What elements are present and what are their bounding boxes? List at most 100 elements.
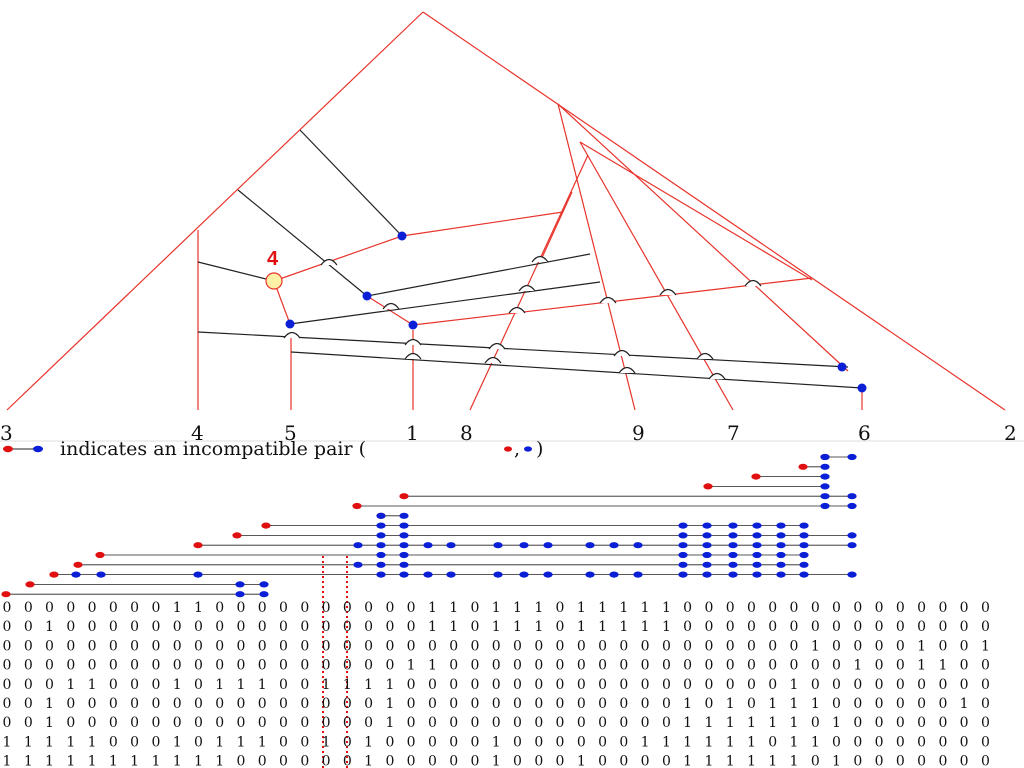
matrix-cell: 0 [938,715,947,731]
matrix-cell: 0 [662,638,671,654]
matrix-cell: 0 [768,677,777,693]
matrix-cell: 0 [45,658,54,674]
matrix-cell: 0 [981,715,990,731]
matrix-cell: 0 [385,600,394,616]
legend-inline-blue-dot [524,446,532,452]
pair-blue-dot [353,561,363,568]
matrix-cell: 0 [279,715,288,731]
matrix-cell: 1 [811,696,820,712]
matrix-cell: 0 [194,638,203,654]
matrix-cell: 1 [811,638,820,654]
matrix-cell: 1 [322,677,331,693]
pair-blue-dot [446,571,456,578]
matrix-cell: 0 [109,677,118,693]
matrix-cell: 0 [577,734,586,750]
pair-blue-dot [543,542,553,549]
matrix-cell: 0 [917,600,926,616]
matrix-cell: 0 [300,600,309,616]
matrix-cell: 0 [704,696,713,712]
pair-blue-dot [799,571,809,578]
matrix-cell: 0 [704,638,713,654]
matrix-cell: 1 [3,754,12,768]
matrix-cell: 0 [598,638,607,654]
pair-blue-dot [776,551,786,559]
matrix-cell: 1 [726,715,735,731]
matrix-cell: 0 [258,658,267,674]
matrix-cell: 0 [577,696,586,712]
matrix-cell: 0 [300,638,309,654]
matrix-cell: 0 [534,734,543,750]
matrix-cell: 0 [790,600,799,616]
pair-blue-dot [519,571,529,578]
matrix-cell: 0 [683,600,692,616]
matrix-cell: 0 [619,658,628,674]
matrix-cell: 0 [726,658,735,674]
pair-blue-dot [259,581,269,588]
highlight-node [265,272,283,290]
matrix-cell: 1 [258,734,267,750]
matrix-cell: 0 [237,619,246,635]
legend-inline-red-dot [504,446,512,452]
legend: indicates an incompatible pair ( , ) [3,438,543,460]
matrix-cell: 0 [385,658,394,674]
matrix-cell: 0 [130,715,139,731]
matrix-cell: 0 [407,715,416,731]
pair-blue-dot [820,463,830,470]
pair-red-dot [73,561,83,568]
pair-blue-dot [799,532,809,539]
matrix-cell: 0 [747,600,756,616]
matrix-cell: 0 [24,696,33,712]
matrix-cell: 1 [534,619,543,635]
tree-edge-inner-4b [273,235,403,282]
matrix-cell: 0 [470,754,479,768]
matrix-cell: 1 [130,754,139,768]
matrix-cell: 0 [449,715,458,731]
matrix-cell: 1 [790,696,799,712]
matrix-cell: 1 [577,600,586,616]
matrix-cell: 0 [811,658,820,674]
matrix-cell: 0 [407,754,416,768]
pair-blue-dot [752,522,762,529]
matrix-cell: 0 [513,638,522,654]
matrix-cell: 0 [300,658,309,674]
matrix-cell: 0 [470,619,479,635]
tree-edge-right-e [539,191,573,263]
matrix-cell: 0 [556,600,565,616]
matrix-cell: 0 [492,715,501,731]
matrix-cell: 0 [938,754,947,768]
crossing-arc [696,352,714,360]
tree-edge-right-a [557,103,636,411]
matrix-cell: 0 [385,734,394,750]
pair-blue-dot [847,542,857,549]
crossing-arc [599,296,617,304]
pair-blue-dot [752,561,762,568]
matrix-cell: 0 [832,734,841,750]
crossing-arc [708,372,726,380]
leaf-label-2: 2 [1004,421,1017,445]
leaf-label-6: 6 [858,421,871,445]
matrix-cell: 0 [343,600,352,616]
matrix-cell: 0 [938,677,947,693]
matrix-cell: 0 [534,754,543,768]
matrix-cell: 0 [556,715,565,731]
matrix-cell: 0 [704,600,713,616]
matrix-cell: 1 [853,658,862,674]
matrix-cell: 0 [24,600,33,616]
matrix-cell: 0 [513,734,522,750]
crossing-arc [404,338,422,346]
matrix-cell: 1 [45,619,54,635]
matrix-cell: 0 [981,600,990,616]
matrix-cell: 1 [88,754,97,768]
matrix-cell: 0 [194,619,203,635]
matrix-cell: 0 [556,619,565,635]
pair-blue-dot [776,571,786,578]
matrix-cell: 1 [428,658,437,674]
matrix-cell: 0 [109,696,118,712]
matrix-cell: 0 [364,600,373,616]
crossing-arc [508,306,526,314]
matrix-cell: 1 [598,600,607,616]
matrix-cell: 0 [704,619,713,635]
pair-blue-dot [678,551,688,559]
